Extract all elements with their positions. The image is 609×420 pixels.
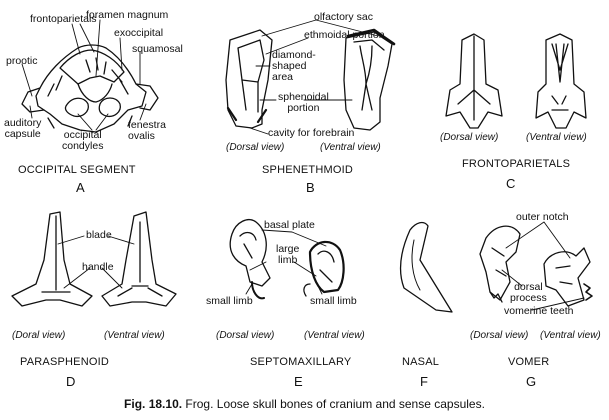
sphenethmoid-ventral-drawing [343, 28, 396, 131]
nasal-drawing [399, 221, 453, 313]
panel-b-dorsal-view: (Dorsal view) [226, 142, 285, 153]
panel-f-title: NASAL [402, 356, 440, 368]
label-outer-notch: outer notch [516, 211, 569, 223]
panel-c-ventral-view: (Ventral view) [526, 132, 587, 143]
label-ethmoidal-portion: ethmoidal portion [304, 29, 385, 41]
septomaxillary-dorsal-drawing [229, 219, 271, 300]
panel-d-letter: D [66, 374, 76, 389]
label-squamosal: squamosal [132, 43, 183, 55]
panel-g-ventral-view: (Ventral view) [540, 330, 601, 341]
label-sphenoidal-portion: sphenoidal portion [278, 91, 329, 114]
figure-caption-text: Frog. Loose skull bones of cranium and s… [185, 397, 485, 411]
panel-b-letter: B [306, 180, 315, 195]
sphenethmoid-dorsal-drawing [225, 29, 273, 129]
label-handle: handle [82, 261, 114, 273]
label-cavity-forebrain: cavity for forebrain [268, 127, 355, 139]
label-olfactory-sac: olfactory sac [314, 11, 373, 23]
label-small-limb-right: small limb [310, 295, 357, 307]
label-auditory-capsule: auditory capsule [4, 117, 42, 140]
label-fenestra-ovalis: fenestra ovalis [128, 119, 166, 142]
label-diamond-shaped-area: diamond- shaped area [272, 49, 316, 83]
panel-g-title: VOMER [508, 356, 550, 368]
panel-d-ventral-view: (Ventral view) [104, 330, 165, 341]
septomaxillary-ventral-drawing [303, 240, 345, 297]
panel-f-letter: F [420, 374, 428, 389]
label-exoccipital: exoccipital [114, 27, 164, 39]
label-prootic: prootic [6, 55, 38, 67]
panel-e-letter: E [294, 374, 303, 389]
panel-d-dorsal-view: (Doral view) [12, 330, 66, 341]
panel-e-dorsal-view: (Dorsal view) [216, 330, 275, 341]
label-foramen-magnum: foramen magnum [86, 9, 169, 21]
parasphenoid-leader-lines [57, 235, 135, 289]
label-large-limb: large limb [276, 243, 300, 266]
panel-c-dorsal-view: (Dorsal view) [440, 132, 499, 143]
panel-g-letter: G [526, 374, 537, 389]
septomaxillary-leader-lines [245, 229, 327, 295]
panel-d-title: PARASPHENOID [20, 356, 109, 368]
frontoparietals-dorsal-drawing [445, 33, 503, 129]
panel-c-letter: C [506, 176, 516, 191]
panel-g-dorsal-view: (Dorsal view) [470, 330, 529, 341]
vomer-dorsal-drawing [479, 225, 521, 303]
occipital-segment-drawing [21, 44, 159, 133]
panel-a-title: OCCIPITAL SEGMENT [18, 164, 136, 176]
label-basal-plate: basal plate [264, 219, 315, 231]
label-blade: blade [86, 229, 112, 241]
label-occipital-condyles: occipital condyles [62, 129, 104, 152]
panel-e-ventral-view: (Ventral view) [304, 330, 365, 341]
occipital-leader-lines [21, 19, 147, 131]
panel-b-title: SPHENETHMOID [262, 164, 354, 176]
frontoparietals-ventral-drawing [535, 33, 587, 129]
label-frontoparietals: frontoparietals [30, 13, 97, 25]
label-dorsal-process: dorsal process [510, 281, 547, 304]
label-vomerine-teeth: vomerine teeth [504, 305, 574, 317]
panel-e-title: SEPTOMAXILLARY [250, 356, 352, 368]
vomer-leader-lines [501, 221, 585, 311]
vomer-ventral-drawing [543, 247, 593, 307]
panel-c-title: FRONTOPARIETALS [462, 158, 571, 170]
panel-b-ventral-view: (Ventral view) [320, 142, 381, 153]
figure-caption: Fig. 18.10. Frog. Loose skull bones of c… [0, 397, 609, 411]
parasphenoid-dorsal-drawing [11, 211, 93, 307]
panel-a-letter: A [76, 180, 85, 195]
parasphenoid-ventral-drawing [101, 211, 177, 307]
figure-number: Fig. 18.10. [124, 397, 183, 411]
label-small-limb-left: small limb [206, 295, 253, 307]
sphenethmoid-leader-lines [249, 19, 379, 135]
